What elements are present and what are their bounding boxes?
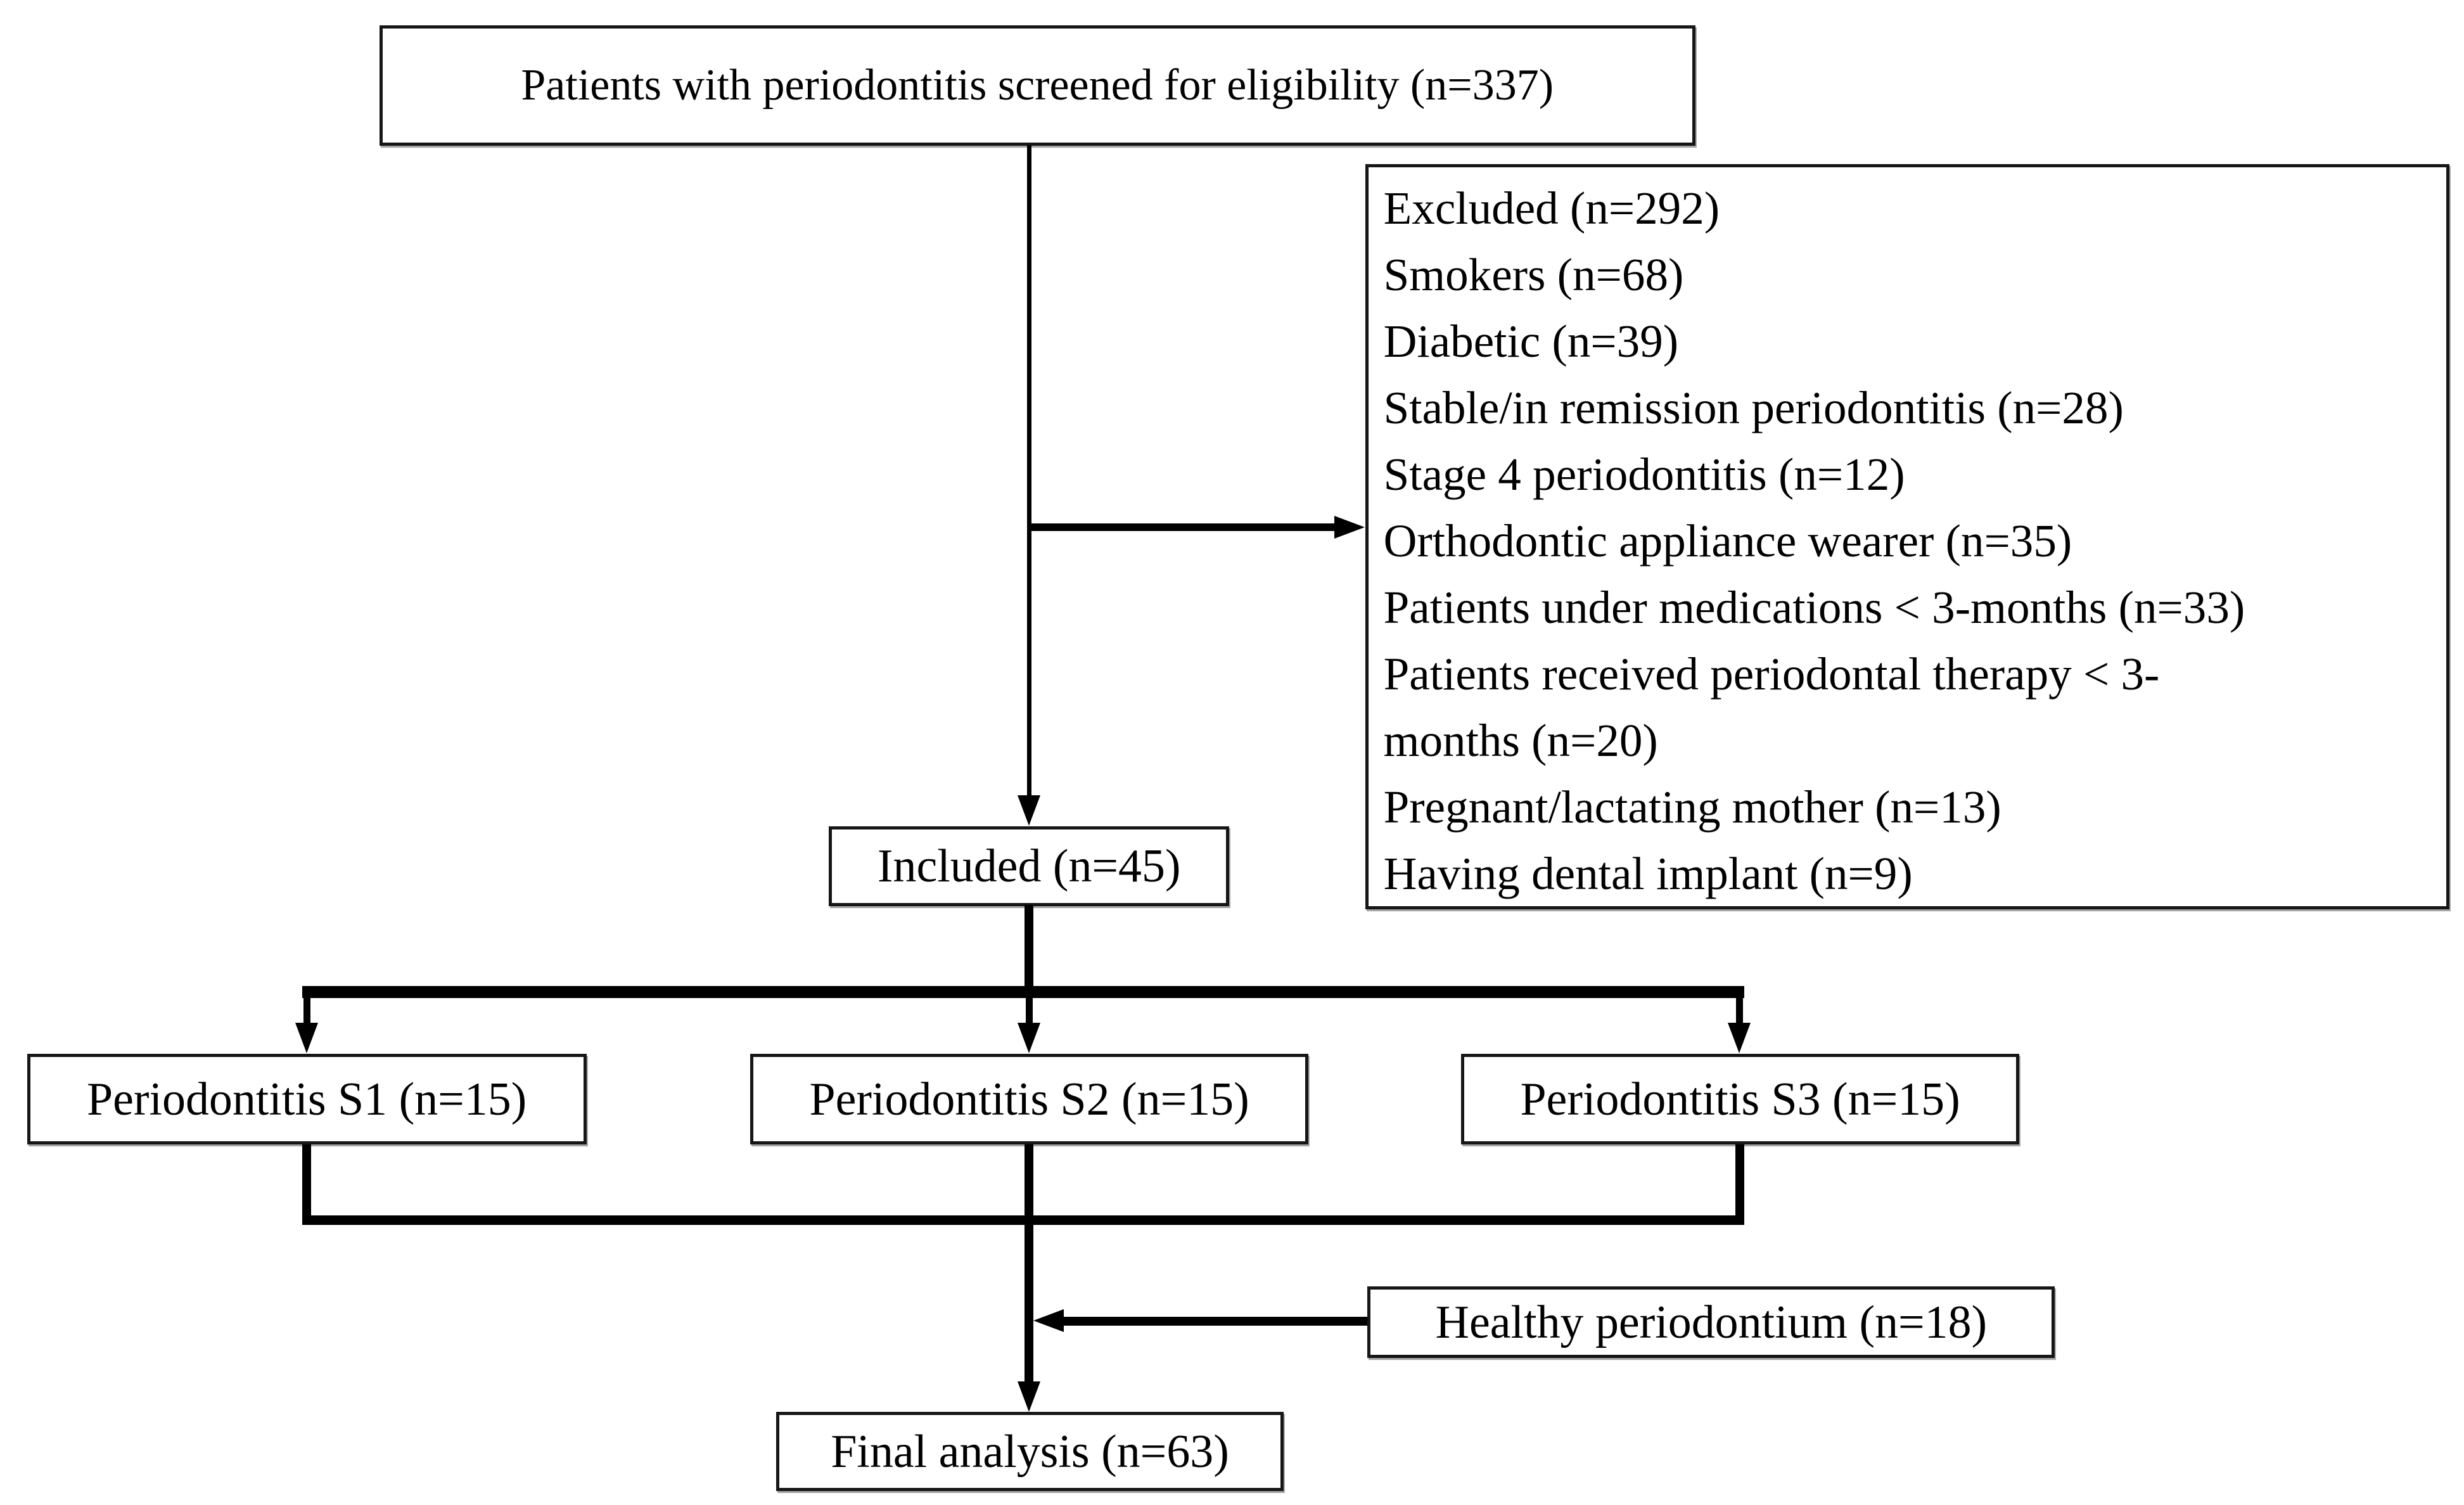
screening-box: Patients with periodontitis screened for…: [379, 25, 1695, 146]
connector-drop-s3: [1736, 991, 1744, 1028]
connector-gather-horizontal: [302, 1215, 1744, 1225]
periodontitis-s1-box: Periodontitis S1 (n=15): [27, 1053, 587, 1145]
excluded-line: Orthodontic appliance wearer (n=35): [1383, 515, 2072, 567]
excluded-line: months (n=20): [1383, 714, 1658, 766]
connector-s3-to-gather: [1735, 1144, 1744, 1225]
down-arrowhead-icon: [1017, 1381, 1040, 1412]
periodontitis-s3-label: Periodontitis S3 (n=15): [1520, 1073, 1960, 1125]
connector-branch-horizontal: [302, 985, 1744, 998]
periodontitis-s2-label: Periodontitis S2 (n=15): [809, 1073, 1249, 1125]
connector-included-to-branch: [1025, 905, 1034, 992]
connector-screening-to-included: [1026, 144, 1031, 798]
excluded-box: Excluded (n=292) Smokers (n=68) Diabetic…: [1365, 164, 2449, 910]
left-arrowhead-icon: [1033, 1309, 1064, 1332]
connector-s2-to-final: [1025, 1144, 1034, 1384]
periodontitis-s3-box: Periodontitis S3 (n=15): [1461, 1053, 2020, 1145]
excluded-line: Having dental implant (n=9): [1383, 847, 1913, 899]
periodontitis-s2-box: Periodontitis S2 (n=15): [750, 1053, 1309, 1145]
excluded-line: Diabetic (n=39): [1383, 315, 1679, 367]
down-arrowhead-icon: [1017, 1022, 1040, 1053]
connector-s1-to-gather: [302, 1144, 312, 1225]
included-box: Included (n=45): [829, 826, 1230, 906]
excluded-line: Pregnant/lactating mother (n=13): [1383, 781, 2001, 833]
connector-healthy-to-main: [1062, 1316, 1368, 1326]
excluded-line: Excluded (n=292): [1383, 182, 1720, 234]
excluded-line: Stage 4 periodontitis (n=12): [1383, 448, 1905, 500]
down-arrowhead-icon: [295, 1022, 318, 1053]
excluded-line: Stable/in remission periodontitis (n=28): [1383, 381, 2124, 433]
connector-drop-s1: [303, 991, 310, 1028]
final-analysis-box: Final analysis (n=63): [776, 1412, 1284, 1491]
healthy-box: Healthy periodontium (n=18): [1367, 1286, 2055, 1358]
screening-label: Patients with periodontitis screened for…: [521, 60, 1554, 110]
down-arrowhead-icon: [1727, 1022, 1751, 1053]
down-arrowhead-icon: [1017, 795, 1040, 826]
excluded-line: Patients received periodontal therapy < …: [1383, 648, 2160, 700]
connector-to-excluded: [1026, 523, 1337, 532]
periodontitis-s1-label: Periodontitis S1 (n=15): [87, 1073, 527, 1125]
included-label: Included (n=45): [877, 840, 1181, 892]
connector-drop-s2: [1025, 991, 1033, 1028]
final-analysis-label: Final analysis (n=63): [831, 1425, 1229, 1478]
healthy-label: Healthy periodontium (n=18): [1435, 1295, 1988, 1348]
excluded-line: Smokers (n=68): [1383, 248, 1684, 300]
right-arrowhead-icon: [1334, 515, 1365, 539]
excluded-line: Patients under medications < 3-months (n…: [1383, 581, 2245, 633]
